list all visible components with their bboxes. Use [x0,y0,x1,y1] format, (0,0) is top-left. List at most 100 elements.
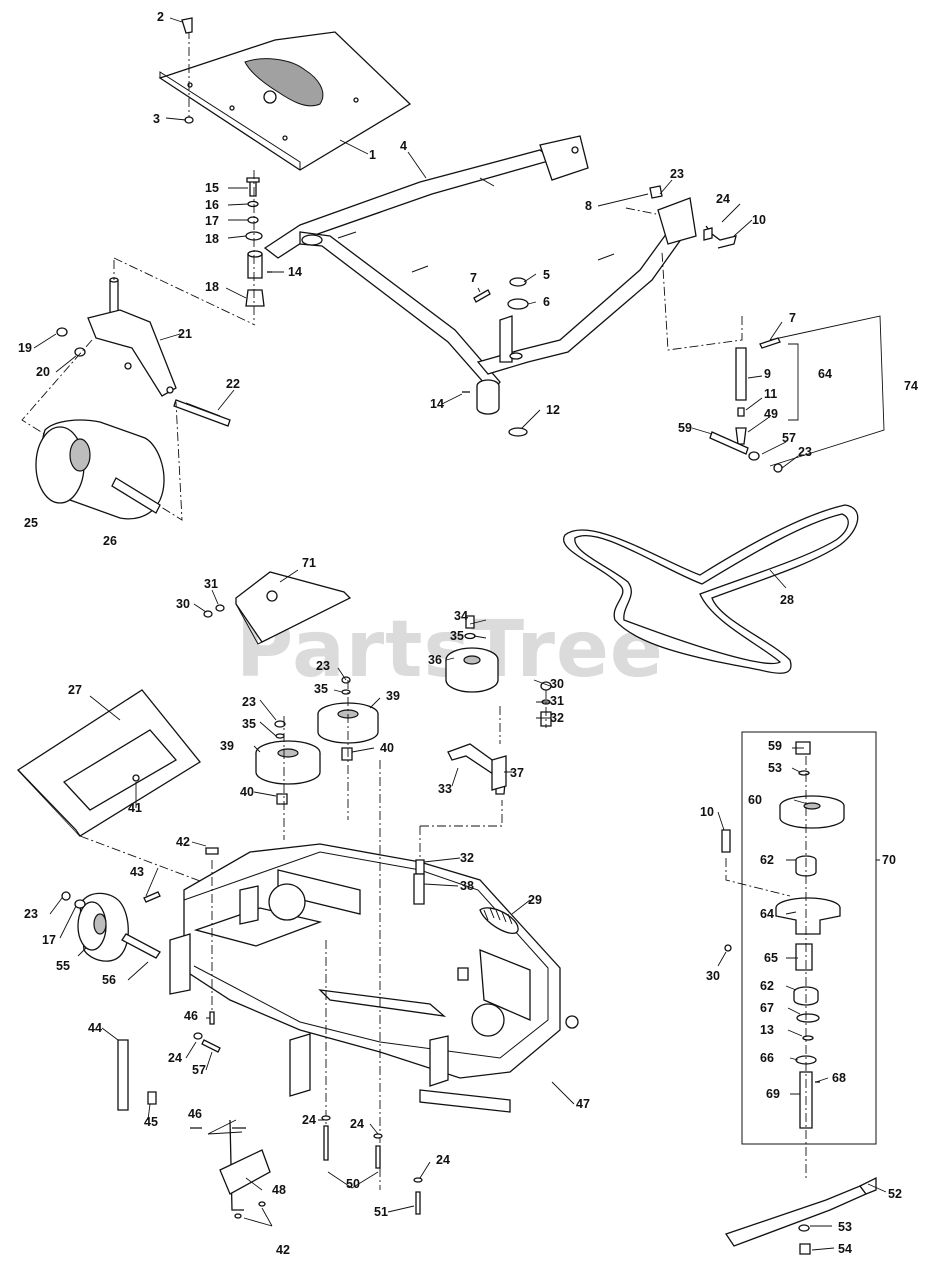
idler-assembly [420,615,552,827]
callout-35-center: 35 [314,682,328,696]
left-pulley [255,716,321,840]
callout-16: 16 [205,198,219,212]
callout-23-left: 23 [242,695,256,709]
callout-46-deck: 46 [184,1009,198,1023]
callout-52: 52 [888,1187,902,1201]
right-hardware [625,185,885,473]
callout-36: 36 [428,653,442,667]
callout-13: 13 [760,1023,774,1037]
drive-belt [562,504,859,674]
belt-cover [203,571,352,645]
callout-69: 69 [766,1087,780,1101]
callout-35-left: 35 [242,717,256,731]
callout-42-bottom: 42 [276,1243,290,1257]
callout-38: 38 [460,879,474,893]
callout-48: 48 [272,1183,286,1197]
callout-11: 11 [764,387,777,401]
callout-29: 29 [528,893,542,907]
callout-27: 27 [68,683,82,697]
blade [724,1176,877,1255]
callout-21: 21 [178,327,192,341]
callout-7-right: 7 [789,311,796,325]
callout-54: 54 [838,1242,852,1256]
callout-42-top: 42 [176,835,190,849]
callout-43: 43 [130,865,144,879]
callout-2: 2 [157,10,164,24]
callout-30-idler: 30 [550,677,564,691]
callout-67: 67 [760,1001,774,1015]
callout-32-idler: 32 [550,711,564,725]
callout-25: 25 [24,516,38,530]
callout-44: 44 [88,1021,102,1035]
callout-70: 70 [882,853,896,867]
callout-37: 37 [510,766,524,780]
callout-3: 3 [153,112,160,126]
callout-26: 26 [103,534,117,548]
callout-18-top: 18 [205,232,219,246]
callout-46-bracket: 46 [188,1107,202,1121]
callout-19: 19 [18,341,32,355]
callout-74: 74 [904,379,918,393]
callout-33: 33 [438,782,452,796]
callout-30-spindle: 30 [706,969,720,983]
callout-39-left: 39 [220,739,234,753]
callout-23-center: 23 [316,659,330,673]
pivot-stack [245,170,272,320]
cover-plate [158,17,412,171]
callout-23-wheel: 23 [24,907,38,921]
callout-15: 15 [205,181,219,195]
spring [479,907,519,934]
callout-40-center: 40 [380,741,394,755]
callout-31-idler: 31 [550,694,564,708]
callout-34: 34 [454,609,468,623]
callout-labels: 2 3 1 4 15 16 17 18 14 18 21 19 20 22 25… [18,10,918,1257]
deck-hardware [117,847,423,1227]
callout-8: 8 [585,199,592,213]
callout-24-bolt-b: 24 [350,1117,364,1131]
callout-39-center: 39 [386,689,400,703]
callout-41: 41 [128,801,142,815]
callout-7-center: 7 [470,271,477,285]
frame-hardware [462,277,529,437]
callout-4: 4 [400,139,407,153]
callout-14-bottom: 14 [430,397,444,411]
callout-62-top: 62 [760,853,774,867]
discharge-chute [16,689,241,897]
callout-20: 20 [36,365,50,379]
callout-53-spindle: 53 [768,761,782,775]
callout-49: 49 [764,407,778,421]
callout-10-spindle: 10 [700,805,714,819]
callout-58: 57 [782,431,796,445]
leader-lines [33,17,887,1251]
callout-10-top: 10 [752,213,766,227]
callout-51: 51 [374,1205,388,1219]
callout-1: 1 [369,148,376,162]
callout-71: 71 [302,556,316,570]
callout-63: 64 [818,367,832,381]
callout-32-deck: 32 [460,851,474,865]
callout-59: 59 [768,739,782,753]
callout-6: 6 [543,295,550,309]
callout-68: 68 [832,1071,846,1085]
callout-61: 59 [678,421,692,435]
callout-24-top: 24 [716,192,730,206]
main-frame [263,135,697,415]
callout-12: 12 [546,403,560,417]
callout-24-deck: 24 [168,1051,182,1065]
caster-arm-assembly [21,257,256,521]
callout-55: 55 [56,959,70,973]
callout-24-bolt-a: 24 [302,1113,316,1127]
callout-23-right: 23 [798,445,812,459]
callout-30-left: 30 [176,597,190,611]
callout-60: 60 [748,793,762,807]
callout-17-wheel: 17 [42,933,56,947]
callout-65: 65 [764,951,778,965]
callout-56: 56 [102,973,116,987]
callout-35-idler: 35 [450,629,464,643]
mower-deck [169,760,579,1190]
callout-47: 47 [576,1097,590,1111]
callout-23-top: 23 [670,167,684,181]
callout-57: 57 [192,1063,206,1077]
center-pulley [317,676,379,820]
